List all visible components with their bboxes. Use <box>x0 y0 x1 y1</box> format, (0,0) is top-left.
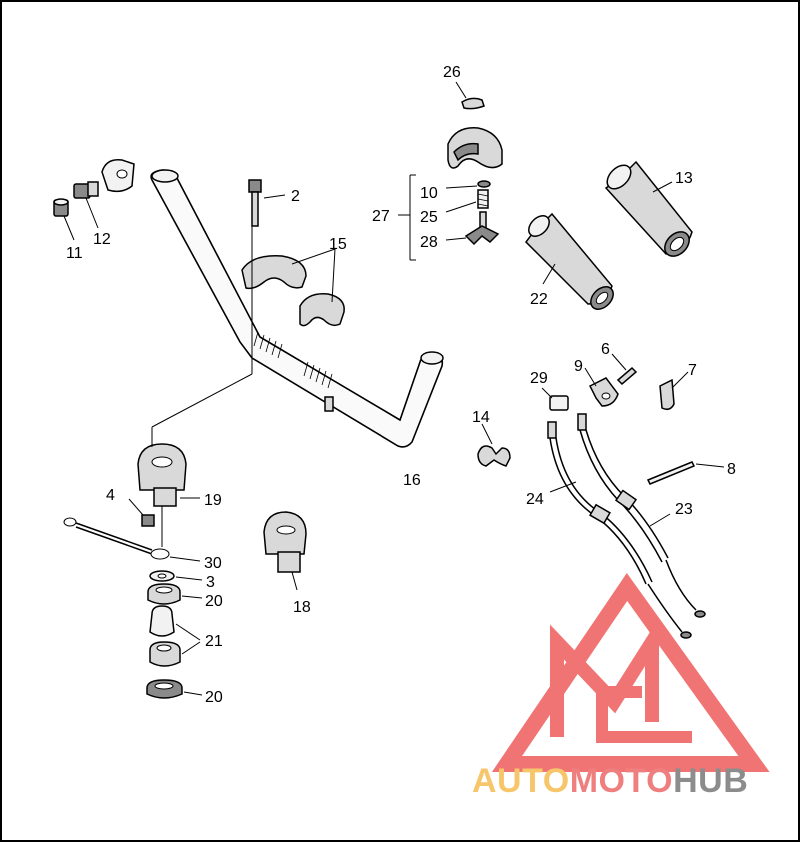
part-21-bushings <box>149 605 201 667</box>
part-6-pin <box>611 353 638 386</box>
callout-20-upper: 20 <box>205 593 223 610</box>
part-9-clip <box>584 367 619 407</box>
callout-16: 16 <box>403 472 421 489</box>
watermark-logo <box>491 573 770 772</box>
watermark-word-auto: AUTO <box>472 762 570 800</box>
callout-15: 15 <box>329 236 347 253</box>
part-19-riser <box>137 224 253 547</box>
callout-28: 28 <box>420 234 438 251</box>
part-11-fitting <box>53 198 75 241</box>
part-7-clip <box>659 371 689 411</box>
part-16-handlebar <box>150 169 444 448</box>
callout-10: 10 <box>420 185 438 202</box>
part-28-screw <box>445 211 500 246</box>
watermark-text: AUTOMOTOHUB <box>472 762 748 800</box>
callout-4: 4 <box>106 487 115 504</box>
part-30-cable <box>63 517 201 562</box>
callout-14: 14 <box>472 409 490 426</box>
callout-26: 26 <box>443 64 461 81</box>
callout-30: 30 <box>204 555 222 572</box>
callout-24: 24 <box>526 491 544 508</box>
part-29-ferrule <box>541 387 569 411</box>
knurl-right <box>303 361 333 389</box>
part-27-housing <box>447 127 503 169</box>
watermark-word-moto: MOTO <box>570 762 673 800</box>
part-10-ring <box>445 180 491 189</box>
part-20-upper-bushing <box>147 583 203 605</box>
part-20-lower-bushing <box>146 679 203 699</box>
callout-21: 21 <box>205 633 223 650</box>
callout-6: 6 <box>601 341 610 358</box>
watermark-word-hub: HUB <box>673 762 748 800</box>
callout-20-lower: 20 <box>205 689 223 706</box>
callout-12: 12 <box>93 231 111 248</box>
knurl-left <box>253 331 283 359</box>
part-4-nut <box>128 498 155 527</box>
callout-labels: 2 3 4 6 7 8 9 10 11 12 13 14 15 16 18 19… <box>66 64 736 706</box>
part-18-riser <box>263 511 307 591</box>
callout-25: 25 <box>420 209 438 226</box>
callout-27: 27 <box>372 208 390 225</box>
part-13-grip <box>604 160 693 257</box>
part-14-clip <box>477 423 511 467</box>
callout-2: 2 <box>291 188 300 205</box>
part-8-tie <box>646 461 725 485</box>
callout-11: 11 <box>66 245 83 262</box>
part-3-washer <box>149 570 203 582</box>
callout-18: 18 <box>293 599 311 616</box>
callout-3: 3 <box>206 574 215 591</box>
part-25-spring <box>445 189 489 213</box>
part-24-cable <box>547 421 692 639</box>
part-26-clip <box>455 81 485 110</box>
callout-13: 13 <box>675 170 693 187</box>
callout-19: 19 <box>204 492 222 509</box>
part-22-grip <box>525 212 614 310</box>
callout-7: 7 <box>688 362 697 379</box>
part-2-bolt <box>248 179 286 227</box>
callout-8: 8 <box>727 461 736 478</box>
callout-9: 9 <box>574 358 583 375</box>
part-12-fitting <box>73 181 99 229</box>
callout-29: 29 <box>530 370 548 387</box>
callout-23: 23 <box>675 501 693 518</box>
part-12-block <box>101 159 135 193</box>
part-15-upper-clamps <box>241 248 345 327</box>
callout-22: 22 <box>530 291 548 308</box>
part-23-cable <box>577 413 706 618</box>
part-27-bracket <box>398 174 416 261</box>
